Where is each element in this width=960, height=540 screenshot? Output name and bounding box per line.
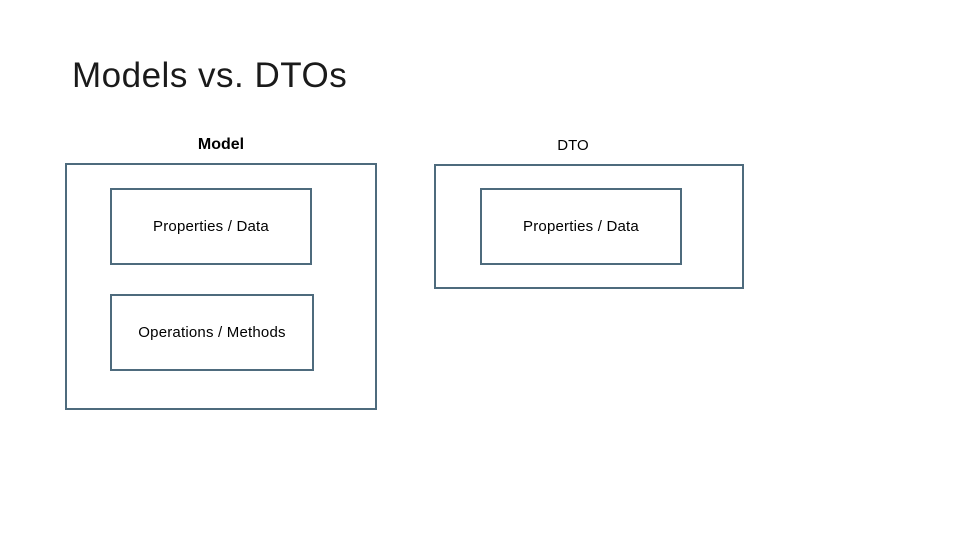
model-section-label: Model: [197, 136, 245, 153]
dto-section-label: DTO: [557, 137, 589, 154]
dto-properties-box: Properties / Data: [480, 188, 682, 265]
model-operations-label: Operations / Methods: [138, 324, 286, 341]
model-container-box: Properties / Data Operations / Methods: [65, 163, 377, 410]
model-operations-box: Operations / Methods: [110, 294, 314, 371]
dto-properties-label: Properties / Data: [523, 218, 639, 235]
model-properties-label: Properties / Data: [153, 218, 269, 235]
slide-title: Models vs. DTOs: [72, 56, 348, 95]
model-properties-box: Properties / Data: [110, 188, 312, 265]
dto-container-box: Properties / Data: [434, 164, 744, 289]
